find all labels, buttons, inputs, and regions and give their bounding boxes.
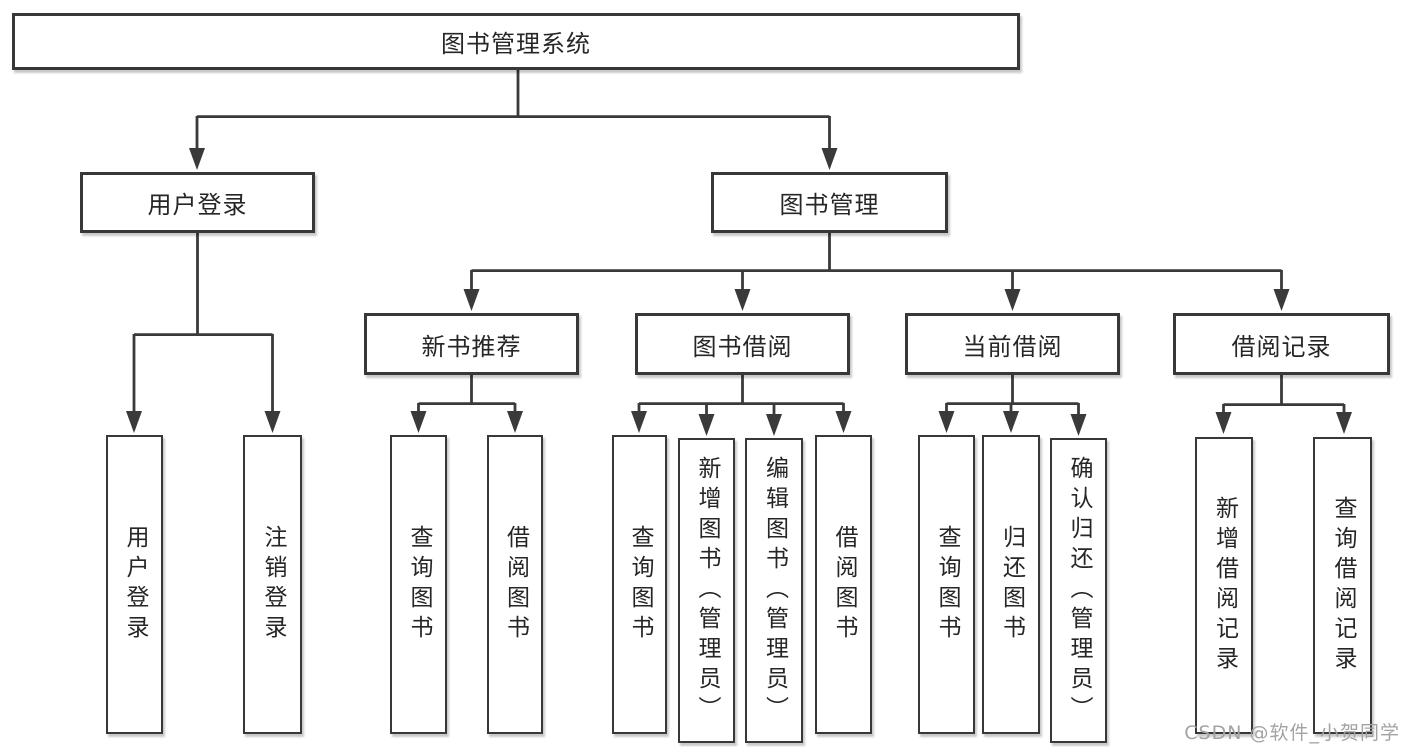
arrowhead-d2	[1003, 411, 1019, 433]
arrowhead-c3	[766, 414, 782, 436]
leaf-user-login: 用户登录	[106, 435, 163, 734]
connector-root-to-level2	[189, 70, 838, 170]
connector-new-book-children	[410, 375, 523, 433]
leaf-borrow-books-recommend: 借阅图书	[487, 435, 543, 734]
leaf-user-login-label: 用户登录	[122, 524, 148, 645]
arrowhead-d1	[938, 411, 955, 433]
arrowhead-book-borrow	[734, 289, 751, 311]
leaf-borrow-books: 借阅图书	[815, 435, 872, 734]
node-borrow-records: 借阅记录	[1173, 313, 1390, 375]
node-book-management-label: 图书管理	[779, 191, 880, 219]
leaf-query-borrow-record: 查询借阅记录	[1313, 437, 1372, 734]
leaf-borrow-books-label: 借阅图书	[831, 524, 857, 645]
leaf-add-books-admin: 新增图书（管理员）	[678, 438, 735, 743]
leaf-borrow-books-recommend-label: 借阅图书	[502, 524, 529, 645]
arrowhead-user-login	[189, 148, 205, 170]
leaf-query-books-current: 查询图书	[918, 435, 975, 734]
node-book-borrow: 图书借阅	[635, 313, 850, 375]
arrowhead-e1	[1215, 412, 1232, 434]
leaf-return-books: 归还图书	[982, 435, 1040, 734]
leaf-query-books-current-label: 查询图书	[934, 524, 960, 645]
connector-book-mgmt-to-level3	[463, 233, 1290, 311]
leaf-query-books-recommend: 查询图书	[390, 435, 447, 734]
leaf-add-books-admin-label: 新增图书（管理员）	[694, 455, 720, 726]
leaf-add-borrow-record: 新增借阅记录	[1195, 437, 1253, 734]
node-root-label: 图书管理系统	[441, 30, 591, 58]
leaf-query-borrow-record-label: 查询借阅记录	[1330, 495, 1356, 676]
leaf-logout-label: 注销登录	[260, 524, 286, 645]
node-new-book-recommend: 新书推荐	[364, 313, 579, 375]
node-current-borrow: 当前借阅	[905, 313, 1120, 375]
node-user-login-label: 用户登录	[147, 191, 248, 219]
connector-user-login-children	[126, 233, 281, 433]
node-root-system: 图书管理系统	[12, 13, 1020, 70]
arrowhead-leaf-login	[126, 411, 142, 433]
leaf-confirm-return-admin: 确认归还（管理员）	[1050, 438, 1107, 743]
node-current-borrow-label: 当前借阅	[962, 332, 1063, 361]
csdn-watermark: CSDN @软件_小贺同学	[1184, 722, 1400, 744]
node-user-login: 用户登录	[80, 172, 315, 233]
leaf-query-books-borrow: 查询图书	[612, 435, 667, 734]
arrowhead-new-book	[463, 289, 480, 311]
leaf-edit-books-admin-label: 编辑图书（管理员）	[761, 455, 788, 726]
arrowhead-d3	[1070, 414, 1087, 436]
arrowhead-current-borrow	[1004, 289, 1021, 311]
arrowhead-c4	[835, 411, 852, 433]
connector-book-borrow-children	[631, 375, 852, 436]
leaf-add-borrow-record-label: 新增借阅记录	[1211, 495, 1238, 676]
node-borrow-records-label: 借阅记录	[1231, 332, 1332, 361]
leaf-confirm-return-admin-label: 确认归还（管理员）	[1066, 455, 1092, 726]
leaf-query-books-recommend-label: 查询图书	[406, 524, 432, 645]
arrowhead-c2	[698, 414, 715, 436]
leaf-return-books-label: 归还图书	[998, 524, 1025, 645]
arrowhead-book-mgmt	[821, 148, 838, 170]
arrowhead-borrow-records	[1273, 289, 1290, 311]
leaf-query-books-borrow-label: 查询图书	[627, 524, 653, 645]
arrowhead-b2	[507, 411, 523, 433]
arrowhead-leaf-logout	[264, 411, 281, 433]
arrowhead-e2	[1336, 412, 1352, 434]
node-book-borrow-label: 图书借阅	[692, 332, 793, 361]
leaf-edit-books-admin: 编辑图书（管理员）	[745, 438, 803, 743]
arrowhead-c1	[631, 411, 647, 433]
leaf-logout: 注销登录	[243, 435, 302, 734]
node-new-book-recommend-label: 新书推荐	[421, 332, 522, 361]
arrowhead-b1	[410, 411, 427, 433]
connector-current-borrow-children	[938, 375, 1087, 436]
connector-borrow-records-children	[1215, 375, 1352, 434]
node-book-management: 图书管理	[711, 172, 948, 233]
